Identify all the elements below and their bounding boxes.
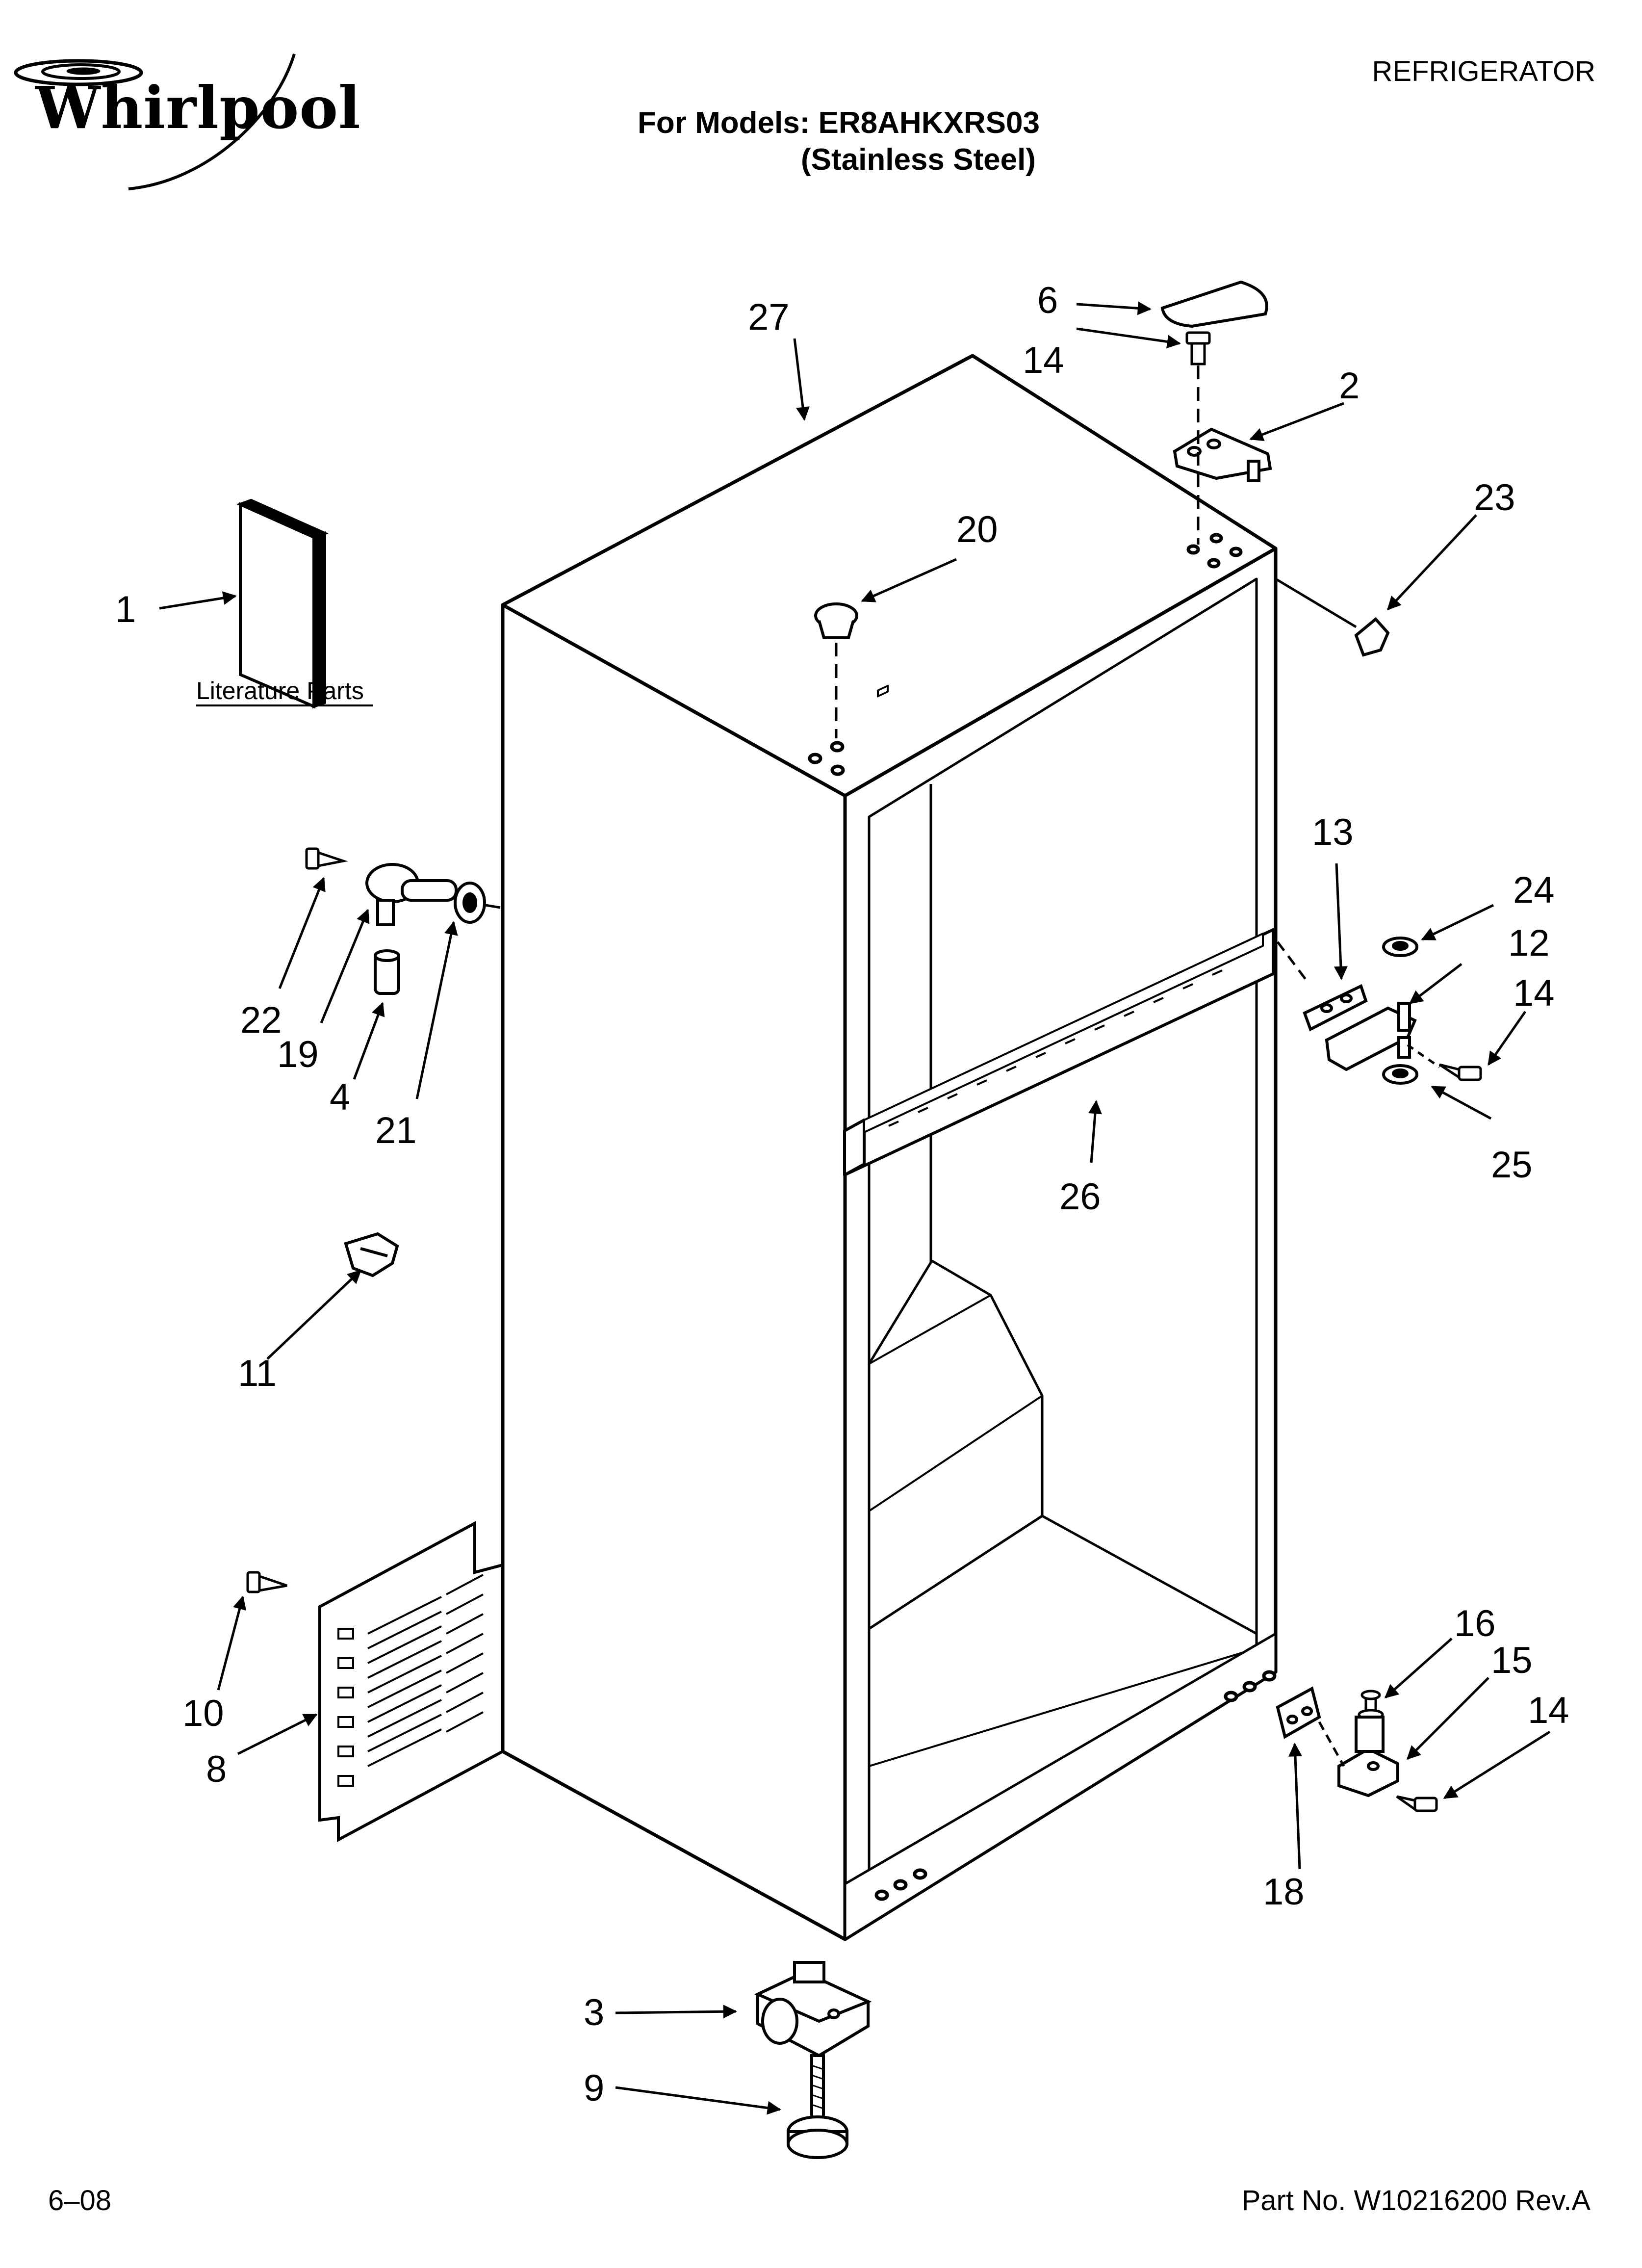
alignment-line-center-screw xyxy=(1407,1043,1440,1069)
callout-20: 20 xyxy=(956,509,998,550)
part-26-center-rail xyxy=(843,684,1275,1176)
callout-14-bottom: 14 xyxy=(1528,1690,1569,1731)
part-4-bushing xyxy=(374,949,400,995)
part-21-washer xyxy=(454,882,486,924)
part-25-washer xyxy=(1382,1064,1418,1085)
part-19-hinge-pin-bracket xyxy=(365,863,458,926)
part-10-screw xyxy=(246,1571,287,1593)
callout-labels: 1 2 3 4 6 8 9 10 11 12 13 14 14 14 14 15… xyxy=(115,280,1569,2109)
callout-14-top: 14 xyxy=(1023,339,1064,381)
revision-date: 6–08 xyxy=(48,2185,112,2216)
part-21-leader-line xyxy=(485,904,501,909)
part-23-leader-line xyxy=(1275,577,1357,628)
part-14-screw-center xyxy=(1438,1063,1482,1081)
callout-19: 19 xyxy=(277,1034,319,1075)
part-6-hinge-cover xyxy=(1160,280,1268,328)
part-8-rear-access-cover xyxy=(318,1520,504,1843)
callout-21: 21 xyxy=(375,1110,417,1151)
part-number: Part No. W10216200 Rev.A xyxy=(1241,2185,1591,2216)
part-18-hinge-shim xyxy=(1276,1686,1321,1739)
callout-8: 8 xyxy=(206,1748,227,1790)
callout-9: 9 xyxy=(584,2067,604,2109)
literature-parts-label: Literature Parts xyxy=(196,677,364,704)
callout-14-center: 14 xyxy=(1513,972,1555,1014)
callout-11: 11 xyxy=(238,1353,277,1394)
part-24-washer xyxy=(1382,937,1418,957)
part-16-hinge-pin xyxy=(1358,1690,1384,1721)
alignment-line-bottom-hinge xyxy=(1318,1721,1345,1767)
appliance-category: REFRIGERATOR xyxy=(1372,55,1595,87)
callout-26: 26 xyxy=(1059,1176,1101,1218)
callout-13: 13 xyxy=(1312,811,1354,853)
callout-10: 10 xyxy=(182,1693,224,1734)
part-14-screw-bottom xyxy=(1396,1795,1438,1812)
callout-18: 18 xyxy=(1263,1871,1305,1913)
callout-25: 25 xyxy=(1491,1144,1533,1186)
alignment-line-center-hinge xyxy=(1277,941,1308,982)
callout-23: 23 xyxy=(1474,477,1515,519)
callout-4: 4 xyxy=(330,1076,350,1118)
model-number: For Models: ER8AHKXRS03 xyxy=(638,106,1040,140)
part-14-screw-top xyxy=(1185,331,1211,365)
leader-arrows xyxy=(159,301,1551,2115)
callout-12: 12 xyxy=(1508,922,1550,964)
callout-22: 22 xyxy=(240,999,282,1041)
part-13-hinge-spacer xyxy=(1303,984,1368,1032)
callout-27: 27 xyxy=(748,296,790,338)
model-finish: (Stainless Steel) xyxy=(801,143,1036,177)
part-23-door-stop xyxy=(1354,617,1390,657)
callout-2: 2 xyxy=(1339,365,1360,407)
callout-6: 6 xyxy=(1037,280,1058,321)
callout-16: 16 xyxy=(1454,1603,1496,1644)
callout-24: 24 xyxy=(1513,869,1555,911)
part-3-roller-assembly xyxy=(754,1961,872,2058)
callout-3: 3 xyxy=(584,1992,604,2033)
callout-1: 1 xyxy=(115,589,136,630)
callout-15: 15 xyxy=(1491,1640,1533,1681)
cabinet-assembly xyxy=(501,354,1278,1941)
part-9-leveling-leg xyxy=(787,2054,848,2159)
part-20-plug xyxy=(814,602,858,639)
whirlpool-swirl-icon xyxy=(14,53,296,190)
part-1-literature xyxy=(236,498,329,709)
part-22-screw xyxy=(305,847,348,870)
part-15-bottom-hinge xyxy=(1337,1716,1399,1798)
part-11-clip xyxy=(344,1232,399,1277)
